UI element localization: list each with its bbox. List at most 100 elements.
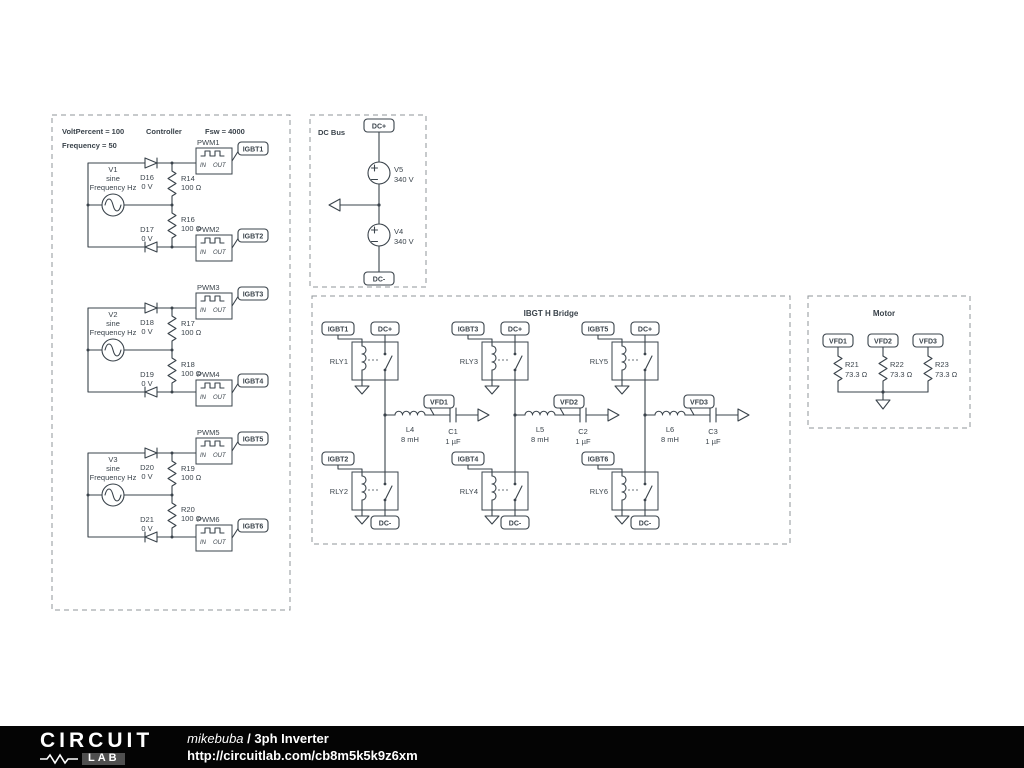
wire: [339, 131, 380, 273]
relay-coil-icon: [361, 345, 367, 371]
inductor-icon[interactable]: [654, 410, 686, 416]
flag-label: IGBT6: [243, 524, 264, 531]
vfd-flag[interactable]: VFD2: [553, 394, 585, 416]
dc-plus-flag[interactable]: DC+: [500, 321, 530, 336]
dc-plus-flag[interactable]: DC+: [370, 321, 400, 336]
relay-box[interactable]: [611, 341, 659, 381]
diode-icon[interactable]: [144, 157, 158, 169]
diode-icon[interactable]: [144, 386, 158, 398]
relay-box[interactable]: [611, 471, 659, 511]
diode-icon[interactable]: [144, 447, 158, 459]
h-bridge-label: IBGT H Bridge: [524, 309, 579, 318]
diode-icon[interactable]: [144, 302, 158, 314]
diode-icon[interactable]: [144, 531, 158, 543]
junction-dot: [170, 245, 174, 249]
dc-minus-flag[interactable]: DC-: [370, 515, 400, 530]
resistor-icon[interactable]: [833, 355, 843, 393]
resistor-icon[interactable]: [923, 355, 933, 393]
igbt-flag[interactable]: IGBT3: [231, 286, 269, 307]
param-frequency: Frequency = 50: [62, 141, 117, 150]
dc-minus-flag[interactable]: DC-: [630, 515, 660, 530]
relay-box[interactable]: [481, 341, 529, 381]
pin-in: IN: [200, 395, 207, 401]
pwm-block[interactable]: IN OUT: [195, 379, 233, 407]
ground-icon[interactable]: [875, 399, 891, 410]
switch-terminal-dot: [383, 368, 387, 372]
output-terminal-icon[interactable]: [477, 408, 490, 422]
vfd-flag[interactable]: VFD3: [683, 394, 715, 416]
relay-box[interactable]: [351, 471, 399, 511]
h-bridge-border: [311, 295, 791, 545]
ground-icon[interactable]: [614, 515, 630, 525]
resistor-icon[interactable]: [878, 355, 888, 393]
dc-source-icon[interactable]: [367, 223, 391, 247]
flag-label: DC+: [378, 327, 392, 334]
igbt-flag[interactable]: IGBT2: [231, 228, 269, 249]
sine-source-icon[interactable]: [101, 338, 125, 362]
pwm-block[interactable]: IN OUT: [195, 524, 233, 552]
terminal-icon[interactable]: [328, 198, 341, 212]
pwm-name: PWM6: [197, 515, 220, 524]
vfd-flag[interactable]: VFD1: [423, 394, 455, 416]
igbt-flag[interactable]: IGBT4: [451, 451, 485, 466]
junction-dot: [170, 161, 174, 165]
inductor-icon[interactable]: [394, 410, 426, 416]
capacitor-icon[interactable]: [709, 407, 717, 423]
igbt-flag[interactable]: IGBT6: [231, 518, 269, 539]
sine-source-icon[interactable]: [101, 483, 125, 507]
igbt-flag[interactable]: IGBT2: [321, 451, 355, 466]
capacitor-icon[interactable]: [449, 407, 457, 423]
pin-out: OUT: [213, 308, 227, 314]
resistor-icon[interactable]: [167, 452, 177, 496]
ground-icon[interactable]: [614, 385, 630, 395]
pwm-block[interactable]: IN OUT: [195, 437, 233, 465]
source-name: V1: [108, 165, 117, 174]
pwm-block[interactable]: IN OUT: [195, 292, 233, 320]
dc-plus-flag[interactable]: DC+: [363, 118, 395, 133]
igbt-flag[interactable]: IGBT4: [231, 373, 269, 394]
relay-box[interactable]: [481, 471, 529, 511]
junction-dot: [86, 493, 90, 497]
igbt-flag[interactable]: IGBT5: [231, 431, 269, 452]
pwm-block[interactable]: IN OUT: [195, 234, 233, 262]
resistor-icon[interactable]: [167, 162, 177, 206]
pwm-block[interactable]: IN OUT: [195, 147, 233, 175]
schematic-url[interactable]: http://circuitlab.com/cb8m5k5k9z6xm: [187, 748, 418, 763]
relay-name: RLY4: [460, 487, 478, 496]
resistor-icon[interactable]: [167, 307, 177, 351]
igbt-flag[interactable]: IGBT1: [231, 141, 269, 162]
resistor-icon[interactable]: [167, 349, 177, 393]
dc-plus-flag[interactable]: DC+: [630, 321, 660, 336]
igbt-flag[interactable]: IGBT3: [451, 321, 485, 336]
resistor-icon[interactable]: [167, 204, 177, 248]
ground-icon[interactable]: [484, 385, 500, 395]
ground-icon[interactable]: [354, 385, 370, 395]
dc-minus-flag[interactable]: DC-: [363, 271, 395, 286]
resistor-icon[interactable]: [167, 494, 177, 538]
dc-source-icon[interactable]: [367, 161, 391, 185]
source-type: sine: [106, 319, 120, 328]
igbt-flag[interactable]: IGBT5: [581, 321, 615, 336]
switch-terminal-dot: [383, 498, 387, 502]
diode-icon[interactable]: [144, 241, 158, 253]
output-terminal-icon[interactable]: [607, 408, 620, 422]
inductor-name: L5: [536, 425, 544, 434]
vfd-flag[interactable]: VFD2: [867, 333, 899, 348]
pin-in: IN: [200, 453, 207, 459]
relay-box[interactable]: [351, 341, 399, 381]
vfd-flag[interactable]: VFD3: [912, 333, 944, 348]
inductor-icon[interactable]: [524, 410, 556, 416]
sine-source-icon[interactable]: [101, 193, 125, 217]
circuitlab-logo[interactable]: CIRCUIT LAB: [40, 730, 153, 765]
flag-label: VFD3: [919, 339, 937, 346]
source-type: sine: [106, 174, 120, 183]
vfd-flag[interactable]: VFD1: [822, 333, 854, 348]
igbt-flag[interactable]: IGBT1: [321, 321, 355, 336]
ground-icon[interactable]: [484, 515, 500, 525]
wire: [337, 334, 479, 517]
output-terminal-icon[interactable]: [737, 408, 750, 422]
igbt-flag[interactable]: IGBT6: [581, 451, 615, 466]
capacitor-icon[interactable]: [579, 407, 587, 423]
ground-icon[interactable]: [354, 515, 370, 525]
dc-minus-flag[interactable]: DC-: [500, 515, 530, 530]
